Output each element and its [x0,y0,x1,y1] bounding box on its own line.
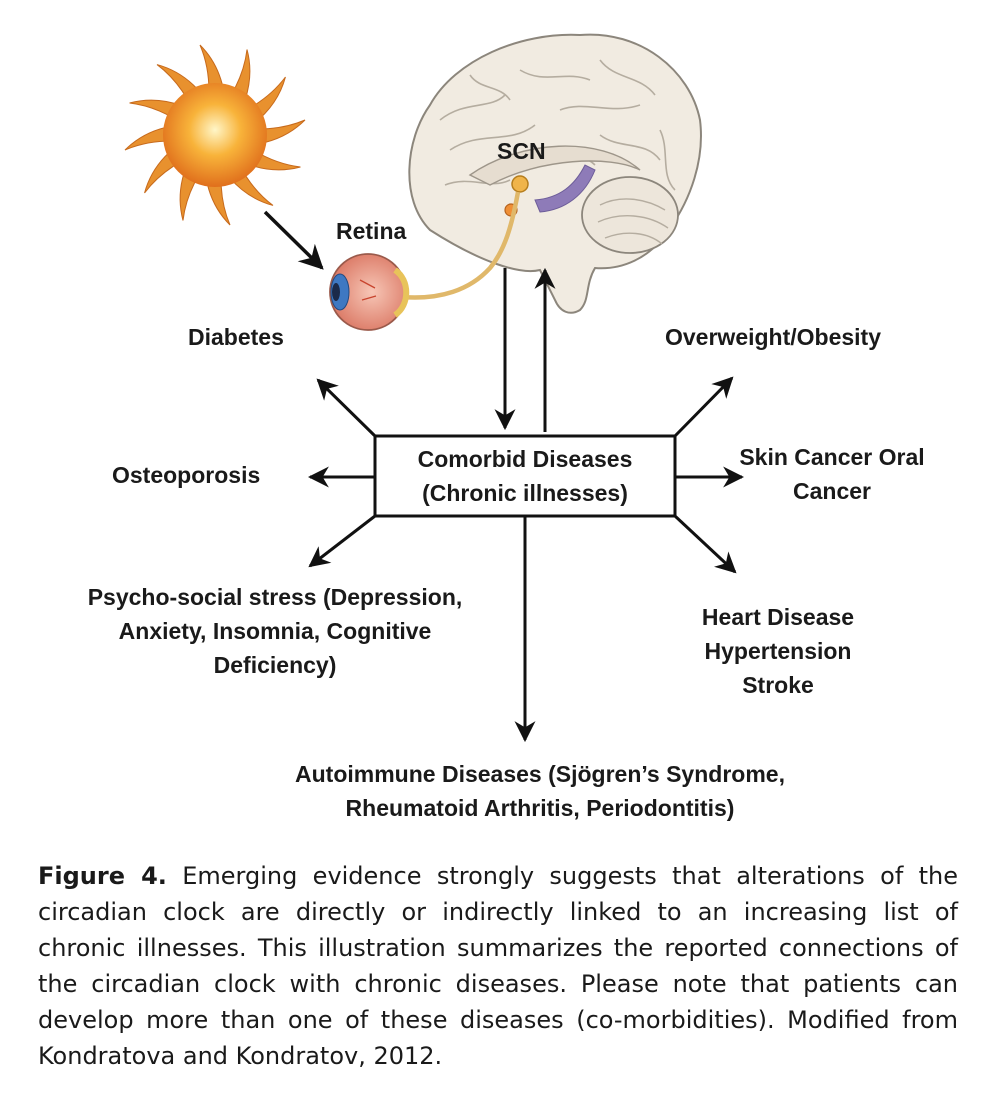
label-psycho-line2: Anxiety, Insomnia, Cognitive [118,618,432,644]
center-box-line1: Comorbid Diseases [417,446,633,472]
arrow-to-overweight [673,376,734,438]
label-overweight: Overweight/Obesity [665,324,882,350]
figure-caption: Figure 4. Emerging evidence strongly sug… [38,858,958,1074]
eye-icon [329,253,410,331]
label-psycho-line1: Psycho-social stress (Depression, [87,584,463,610]
label-skin-cancer: Skin Cancer Oral Cancer [714,440,950,508]
optic-nerve [401,191,521,300]
center-box [373,434,677,518]
arrow-to-diabetes [316,378,377,438]
label-scn: SCN [497,138,546,164]
caption-text: Emerging evidence strongly suggests that… [38,862,959,1070]
arrow-to-psycho-social [308,514,376,568]
label-psycho-line3: Deficiency) [213,652,337,678]
sun-icon [124,44,306,226]
label-heart-line3: Stroke [742,672,814,698]
label-diabetes: Diabetes [188,324,284,350]
label-retina: Retina [336,218,407,244]
diagram: SCN Retina Diabetes Overweight/Obesity O… [40,33,950,825]
cerebellum [581,176,679,254]
label-psycho-social: Psycho-social stress (Depression, Anxiet… [40,580,510,682]
label-autoimmune-line2: Rheumatoid Arthritis, Periodontitis) [345,795,735,821]
center-box-text: Comorbid Diseases (Chronic illnesses) [378,442,672,510]
label-skin-cancer-line1: Skin Cancer Oral [739,444,925,470]
label-autoimmune-line1: Autoimmune Diseases (Sjögren’s Syndrome, [295,761,785,787]
label-autoimmune: Autoimmune Diseases (Sjögren’s Syndrome,… [220,757,860,825]
label-heart-disease: Heart Disease Hypertension Stroke [672,600,884,702]
diagram-canvas [124,33,745,743]
label-heart-line2: Hypertension [704,638,852,664]
brain-icon [408,33,702,314]
label-osteoporosis: Osteoporosis [112,462,261,488]
center-box-line2: (Chronic illnesses) [422,480,628,506]
label-skin-cancer-line2: Cancer [793,478,871,504]
arrow-to-heart-disease [673,514,737,574]
arrow-sun-to-retina [263,210,324,270]
caption-label: Figure 4. [38,862,167,890]
label-heart-line1: Heart Disease [701,604,855,630]
